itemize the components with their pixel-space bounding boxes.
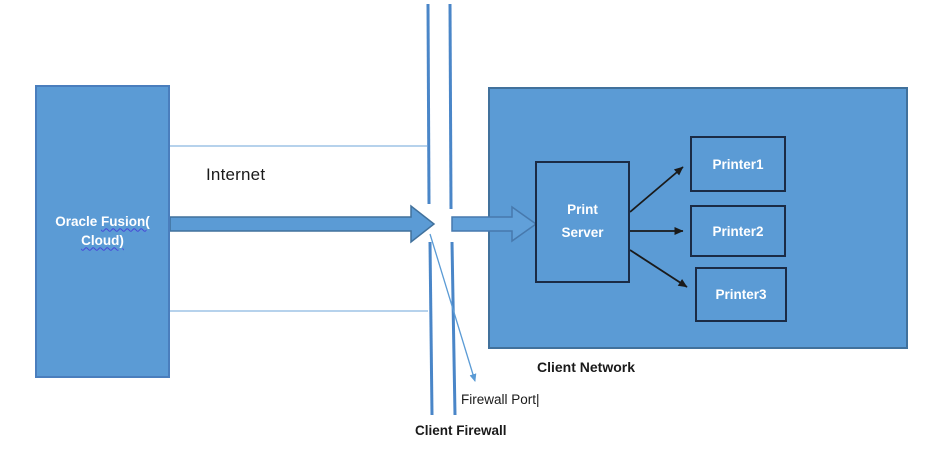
printer1-box: Printer1 (690, 136, 786, 192)
internet-label: Internet (206, 165, 266, 184)
printer2-label: Printer2 (712, 223, 764, 239)
print-server-label: Print Server (561, 202, 604, 240)
cloud-to-firewall-arrow (169, 204, 436, 244)
printer3-box: Printer3 (695, 267, 787, 322)
firewall-left-line-top (426, 3, 431, 205)
firewall-right-line-bottom (450, 241, 457, 416)
client-network-label: Client Network (537, 359, 636, 375)
firewall-port-callout-line (429, 233, 477, 382)
firewall-left-line-bottom (428, 241, 434, 416)
printer1-label: Printer1 (712, 156, 764, 172)
firewall-right-line-top (448, 3, 453, 210)
arrow-to-printer3 (629, 249, 688, 288)
arrow-to-printer1 (629, 166, 684, 213)
oracle-fusion-cloud-box: Oracle Fusion( Cloud) (35, 85, 170, 378)
firewall-to-printserver-arrow (451, 205, 538, 243)
printer2-box: Printer2 (690, 205, 786, 257)
client-firewall-label: Client Firewall (415, 423, 507, 438)
firewall-port-label: Firewall Port| (461, 392, 540, 407)
print-server-box: Print Server (535, 161, 630, 283)
oracle-fusion-cloud-label: Oracle Fusion( Cloud) (55, 213, 150, 248)
printer3-label: Printer3 (715, 287, 767, 302)
